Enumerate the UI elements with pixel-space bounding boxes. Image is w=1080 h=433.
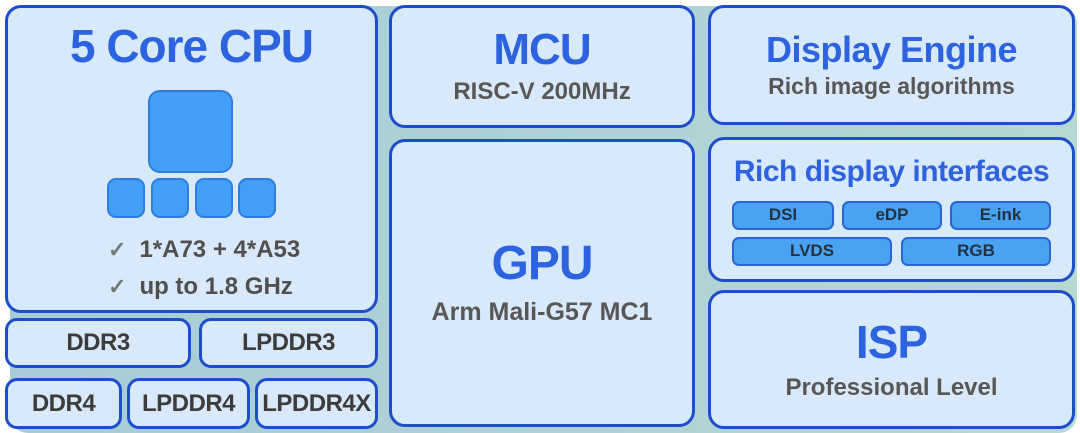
display-engine-subtitle: Rich image algorithms [768,72,1015,99]
interface-chip-edp: eDP [841,200,942,230]
cpu-title: 5 Core CPU [69,20,314,72]
cpu-feature-clock: ✓ up to 1.8 GHz [108,273,300,301]
display-engine-block: Display Engine Rich image algorithms [708,5,1075,125]
interface-chip-lvds: LVDS [732,236,892,266]
memory-label: LPDDR4X [262,389,371,417]
interface-chip-row: LVDS RGB [732,236,1051,266]
isp-subtitle: Professional Level [785,373,998,401]
display-engine-title: Display Engine [765,28,1018,70]
gpu-subtitle: Arm Mali-G57 MC1 [431,298,653,327]
memory-label: LPDDR3 [241,329,336,356]
isp-title: ISP [855,315,928,368]
cpu-feature-cores: ✓ 1*A73 + 4*A53 [108,236,300,264]
cpu-small-core-square [238,178,276,218]
cpu-block: 5 Core CPU ✓ 1*A73 + 4*A53 ✓ up to 1.8 G… [5,5,378,313]
display-interfaces-content: Rich display interfaces DSI eDP E-ink LV… [711,140,1072,279]
check-icon: ✓ [108,237,127,262]
check-icon: ✓ [108,274,127,299]
memory-label: DDR3 [66,329,130,356]
interface-chip-rgb: RGB [901,236,1051,266]
interface-chip-eink: E-ink [950,200,1051,230]
memory-block-lpddr4: LPDDR4 [127,378,250,429]
cpu-small-core-square [151,178,189,218]
chip-label: RGB [957,241,995,260]
memory-label: LPDDR4 [141,389,236,417]
gpu-block: GPU Arm Mali-G57 MC1 [389,139,695,427]
interface-chip-row: DSI eDP E-ink [732,200,1051,230]
chip-label: DSI [768,205,798,224]
cpu-feature-list: ✓ 1*A73 + 4*A53 ✓ up to 1.8 GHz [108,236,300,301]
cpu-small-core-square [195,178,233,218]
memory-block-ddr4: DDR4 [5,378,122,429]
mcu-title: MCU [493,25,591,75]
cpu-big-core-square [148,90,233,173]
isp-block: ISP Professional Level [708,290,1075,429]
memory-label: DDR4 [31,389,96,417]
memory-block-lpddr3: LPDDR3 [199,318,378,368]
chip-label: eDP [875,205,909,224]
interface-chip-dsi: DSI [732,200,834,230]
cpu-small-core-square [107,178,145,218]
cpu-feature-label: 1*A73 + 4*A53 [139,236,301,263]
memory-block-ddr3: DDR3 [5,318,191,368]
cpu-feature-label: up to 1.8 GHz [139,273,293,300]
mcu-subtitle: RISC-V 200MHz [453,78,631,106]
display-interfaces-block: Rich display interfaces DSI eDP E-ink LV… [708,137,1075,282]
memory-block-lpddr4x: LPDDR4X [255,378,378,429]
gpu-title: GPU [491,237,593,291]
display-interfaces-title: Rich display interfaces [733,155,1050,188]
chip-label: LVDS [789,241,835,260]
chip-label: E-ink [979,205,1022,224]
mcu-block: MCU RISC-V 200MHz [389,5,695,128]
